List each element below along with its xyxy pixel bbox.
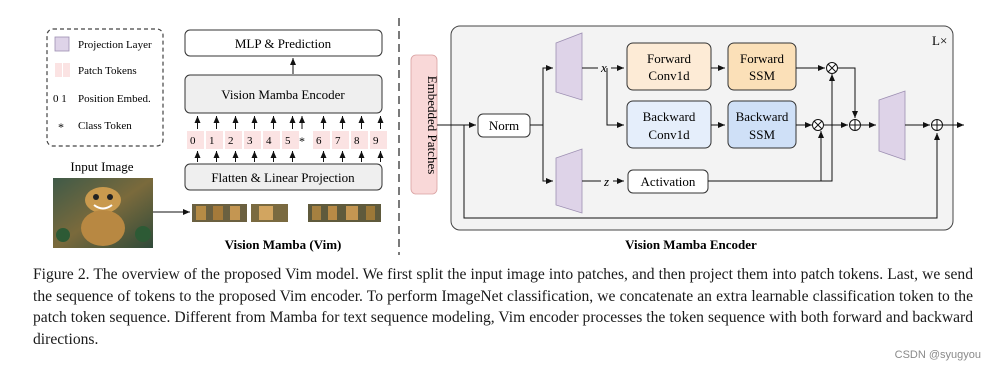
image-patches <box>192 204 381 222</box>
legend-class-symbol: * <box>58 120 64 134</box>
patch-token <box>282 131 299 149</box>
mlp-prediction-label: MLP & Prediction <box>235 36 332 51</box>
vision-mamba-encoder-label: Vision Mamba Encoder <box>221 87 345 102</box>
multiply-backward-node <box>812 119 824 131</box>
legend-projection-swatch <box>54 36 70 52</box>
backward-ssm-label-2: SSM <box>749 127 775 142</box>
legend-position-label: Position Embed. <box>78 93 151 105</box>
backward-conv1d-label-2: Conv1d <box>648 127 690 142</box>
backward-conv1d-label-1: Backward <box>643 109 696 124</box>
legend-projection-label: Projection Layer <box>78 39 152 51</box>
multiply-forward-node <box>826 62 838 74</box>
add-node <box>849 119 861 131</box>
flatten-projection-box <box>184 163 383 191</box>
forward-conv1d-label-1: Forward <box>647 51 692 66</box>
token-sequence: 0 1 2 3 4 5 6 7 8 9 * <box>187 116 387 162</box>
legend: Projection Layer Patch Tokens 0 1 Positi… <box>46 28 164 147</box>
position-embed-label: 2 <box>228 135 234 147</box>
input-image-label: Input Image <box>70 159 133 174</box>
forward-conv1d-box <box>626 42 712 91</box>
forward-ssm-label-1: Forward <box>740 51 785 66</box>
patch-token <box>263 131 280 149</box>
position-embed-label: 0 <box>190 135 196 147</box>
vim-overview: MLP & Prediction Vision Mamba Encoder 0 1… <box>53 29 387 252</box>
position-embed-label: 6 <box>316 135 322 147</box>
encoder-detail: Embedded Patches L× Norm x z Forward Con… <box>410 25 964 252</box>
patch-token <box>244 131 261 149</box>
embedded-patches-label: Embedded Patches <box>425 76 440 175</box>
vim-subtitle: Vision Mamba (Vim) <box>225 237 342 252</box>
patch-token <box>187 131 204 149</box>
position-embed-label: 7 <box>335 135 341 147</box>
position-embed-label: 9 <box>373 135 379 147</box>
forward-ssm-box <box>727 42 797 91</box>
position-embed-label: 3 <box>247 135 253 147</box>
mlp-prediction-box <box>184 29 383 57</box>
figure: Projection Layer Patch Tokens 0 1 Positi… <box>46 18 964 255</box>
position-embed-label: 5 <box>285 135 291 147</box>
forward-conv1d-label-2: Conv1d <box>648 68 690 83</box>
vision-mamba-encoder-box <box>184 74 383 114</box>
legend-patch-swatch <box>55 63 62 77</box>
patch-token <box>370 131 387 149</box>
class-token: * <box>299 134 305 148</box>
forward-ssm-label-2: SSM <box>749 68 775 83</box>
figure-caption: Figure 2. The overview of the proposed V… <box>33 266 973 348</box>
encoder-detail-title: Vision Mamba Encoder <box>625 237 757 252</box>
norm-label: Norm <box>489 118 519 133</box>
z-label: z <box>603 174 609 189</box>
patch-token <box>313 131 330 149</box>
repeat-label: L× <box>932 33 947 48</box>
watermark: CSDN @syugyou <box>894 349 981 361</box>
residual-add-node <box>931 119 943 131</box>
legend-patch-label: Patch Tokens <box>78 65 137 77</box>
patch-token <box>351 131 368 149</box>
legend-class-label: Class Token <box>78 120 132 132</box>
position-embed-label: 1 <box>209 135 215 147</box>
position-embed-label: 8 <box>354 135 360 147</box>
position-embed-label: 4 <box>266 135 272 147</box>
flatten-projection-label: Flatten & Linear Projection <box>211 170 355 185</box>
z-projection-layer <box>555 148 583 214</box>
legend-position-sample: 0 1 <box>53 93 67 105</box>
patch-token <box>332 131 349 149</box>
patch-token <box>206 131 223 149</box>
backward-ssm-label-1: Backward <box>736 109 789 124</box>
patch-token <box>225 131 242 149</box>
activation-label: Activation <box>641 174 696 189</box>
x-label: x <box>600 60 607 75</box>
input-image <box>53 178 153 248</box>
x-projection-layer <box>555 32 583 101</box>
output-projection-layer <box>878 90 906 161</box>
